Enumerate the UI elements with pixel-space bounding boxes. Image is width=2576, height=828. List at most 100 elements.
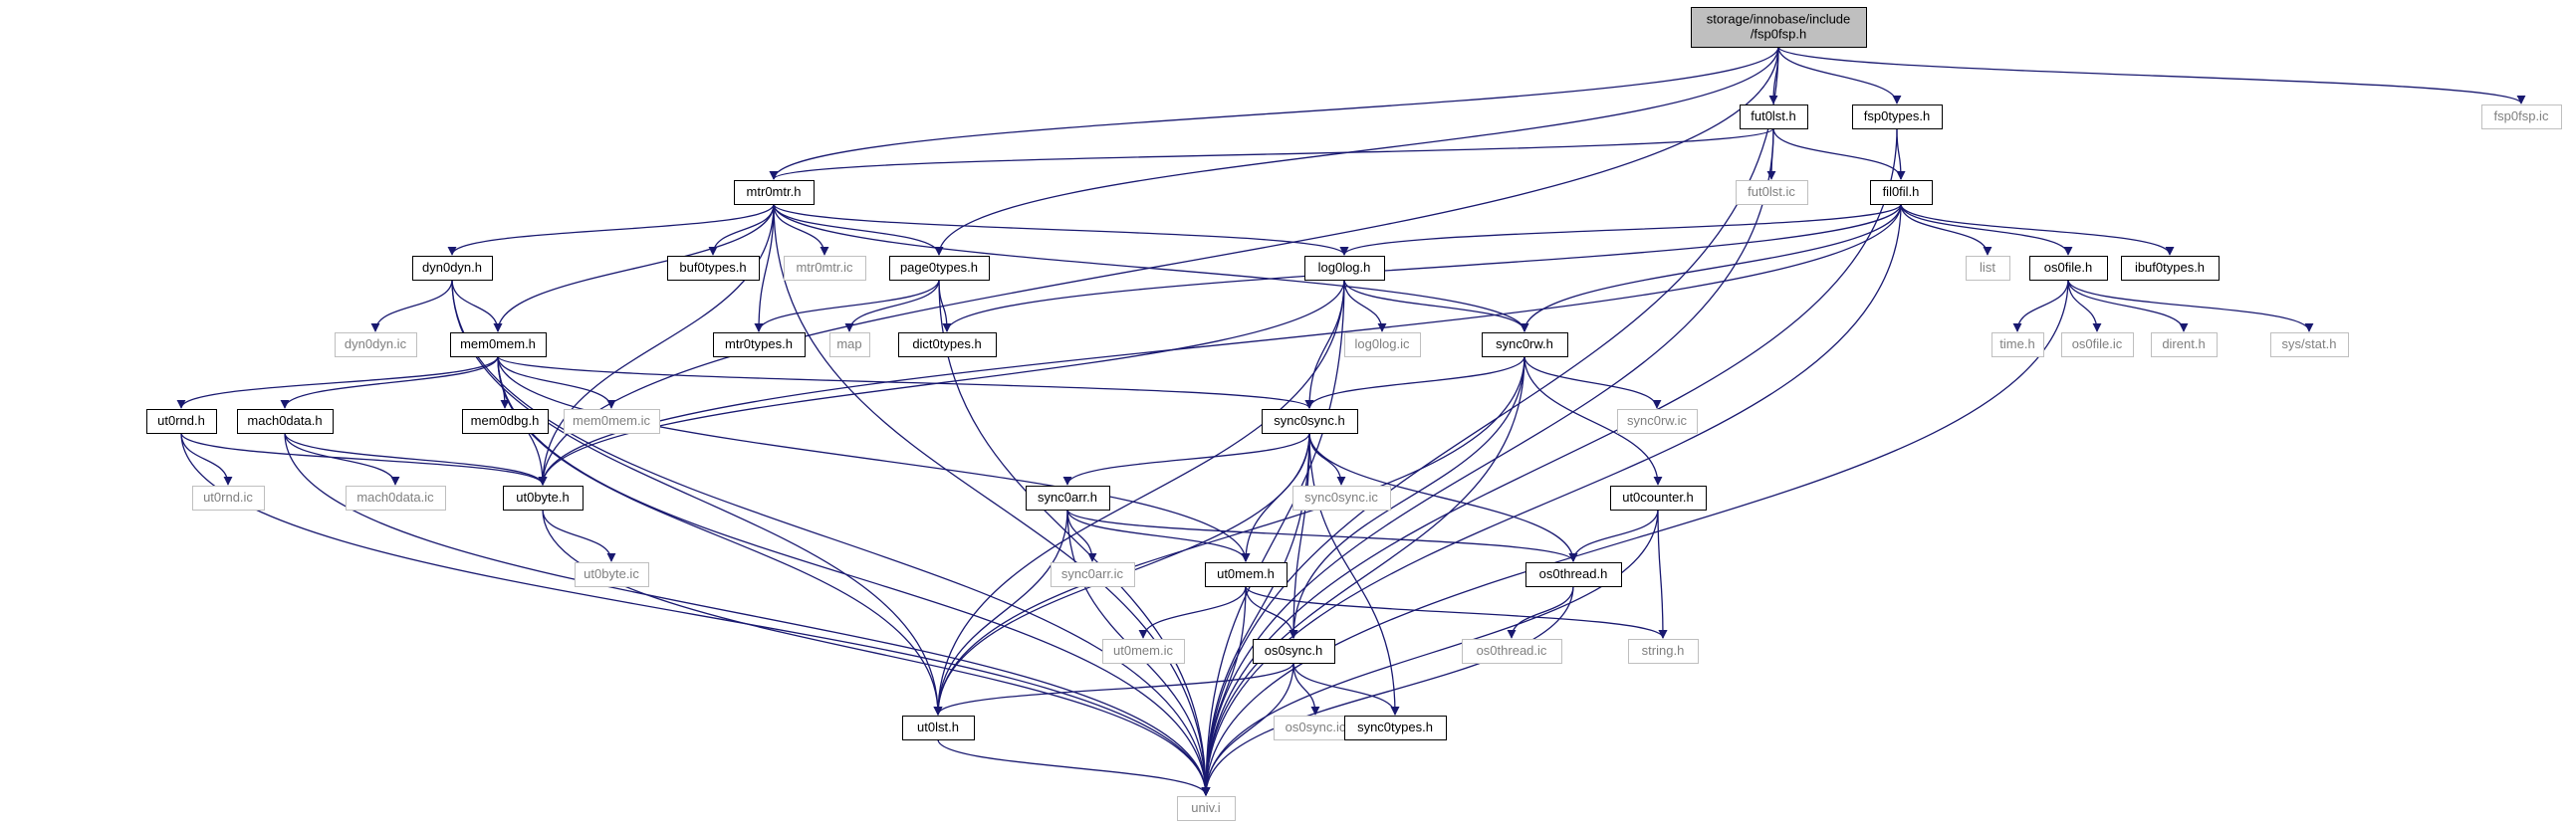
edge-fil0fil-h-to-ibuf0types-h bbox=[1900, 203, 2175, 256]
node-box bbox=[1102, 639, 1185, 664]
node-ut0lst-h[interactable]: ut0lst.h bbox=[902, 716, 975, 740]
node-sys-stat-h[interactable]: sys/stat.h bbox=[2270, 332, 2349, 357]
node-log0log-h[interactable]: log0log.h bbox=[1304, 256, 1385, 281]
node-label: sync0sync.ic bbox=[1304, 490, 1378, 505]
node-univ-i[interactable]: univ.i bbox=[1177, 796, 1236, 821]
node-mem0mem-h[interactable]: mem0mem.h bbox=[450, 332, 547, 357]
node-os0file-ic[interactable]: os0file.ic bbox=[2061, 332, 2134, 357]
edge-sync0arr-h-to-ut0lst-h bbox=[933, 509, 1068, 716]
node-box bbox=[1051, 562, 1135, 587]
node-box bbox=[192, 486, 265, 511]
node-fil0fil-h[interactable]: fil0fil.h bbox=[1870, 180, 1933, 205]
node-box bbox=[450, 332, 547, 357]
node-label: ut0mem.h bbox=[1217, 566, 1275, 581]
node-log0log-ic[interactable]: log0log.ic bbox=[1344, 332, 1421, 357]
edge-fsp0fsp-h-to-page0types-h bbox=[934, 46, 1779, 256]
node-sync0rw-ic[interactable]: sync0rw.ic bbox=[1617, 409, 1698, 434]
node-mach0data-h[interactable]: mach0data.h bbox=[237, 409, 334, 434]
node-ut0counter-h[interactable]: ut0counter.h bbox=[1610, 486, 1707, 511]
node-label: fut0lst.ic bbox=[1748, 184, 1795, 199]
node-os0thread-h[interactable]: os0thread.h bbox=[1525, 562, 1622, 587]
edge-page0types-h-to-mtr0types-h bbox=[754, 279, 940, 332]
node-ibuf0types-h[interactable]: ibuf0types.h bbox=[2121, 256, 2220, 281]
node-mach0data-ic[interactable]: mach0data.ic bbox=[346, 486, 446, 511]
node-dyn0dyn-ic[interactable]: dyn0dyn.ic bbox=[335, 332, 417, 357]
edge-os0thread-h-to-univ-i bbox=[1201, 585, 1574, 796]
node-os0thread-ic[interactable]: os0thread.ic bbox=[1462, 639, 1562, 664]
node-label: ut0rnd.ic bbox=[203, 490, 253, 505]
node-box bbox=[1482, 332, 1568, 357]
edge-sync0sync-h-to-sync0types-h bbox=[1308, 432, 1400, 716]
node-mem0dbg-h[interactable]: mem0dbg.h bbox=[462, 409, 549, 434]
node-label: mem0mem.h bbox=[460, 336, 536, 351]
node-mtr0mtr-ic[interactable]: mtr0mtr.ic bbox=[784, 256, 866, 281]
node-fsp0fsp-ic[interactable]: fsp0fsp.ic bbox=[2481, 104, 2562, 129]
node-map[interactable]: map bbox=[829, 332, 870, 357]
node-os0sync-h[interactable]: os0sync.h bbox=[1253, 639, 1335, 664]
node-label: sync0arr.h bbox=[1038, 490, 1097, 505]
node-ut0rnd-ic[interactable]: ut0rnd.ic bbox=[192, 486, 265, 511]
edge-os0thread-h-to-os0thread-ic bbox=[1507, 585, 1574, 639]
node-label: dirent.h bbox=[2162, 336, 2205, 351]
node-box bbox=[1870, 180, 1933, 205]
edge-mach0data-h-to-ut0byte-h bbox=[284, 432, 548, 486]
node-box bbox=[462, 409, 549, 434]
node-box bbox=[1462, 639, 1562, 664]
node-box bbox=[146, 409, 217, 434]
node-sync0arr-ic[interactable]: sync0arr.ic bbox=[1051, 562, 1135, 587]
edge-sync0rw-h-to-sync0sync-h bbox=[1304, 355, 1525, 409]
node-label: storage/innobase/include bbox=[1707, 12, 1851, 27]
node-box bbox=[1610, 486, 1707, 511]
node-mem0mem-ic[interactable]: mem0mem.ic bbox=[564, 409, 660, 434]
node-sync0arr-h[interactable]: sync0arr.h bbox=[1026, 486, 1110, 511]
node-page0types-h[interactable]: page0types.h bbox=[889, 256, 990, 281]
node-sync0sync-ic[interactable]: sync0sync.ic bbox=[1292, 486, 1391, 511]
edge-os0file-h-to-time-h bbox=[2012, 279, 2069, 332]
node-sync0sync-h[interactable]: sync0sync.h bbox=[1262, 409, 1358, 434]
edge-fil0fil-h-to-list bbox=[1900, 203, 1992, 256]
node-list[interactable]: list bbox=[1966, 256, 2010, 281]
node-fsp0fsp-h[interactable]: storage/innobase/include/fsp0fsp.h bbox=[1691, 7, 1867, 48]
node-box bbox=[1262, 409, 1358, 434]
node-os0sync-ic[interactable]: os0sync.ic bbox=[1274, 716, 1358, 740]
node-box bbox=[412, 256, 493, 281]
node-ut0rnd-h[interactable]: ut0rnd.h bbox=[146, 409, 217, 434]
edge-dyn0dyn-h-to-dyn0dyn-ic bbox=[370, 279, 453, 332]
node-mtr0types-h[interactable]: mtr0types.h bbox=[713, 332, 806, 357]
edge-page0types-h-to-map bbox=[844, 279, 940, 332]
edge-ut0rnd-h-to-ut0rnd-ic bbox=[180, 432, 233, 486]
edge-mem0mem-h-to-ut0mem-h bbox=[497, 355, 1251, 562]
node-fut0lst-ic[interactable]: fut0lst.ic bbox=[1736, 180, 1808, 205]
node-ut0mem-h[interactable]: ut0mem.h bbox=[1205, 562, 1288, 587]
edge-mtr0mtr-h-to-univ-i bbox=[773, 203, 1211, 796]
node-box bbox=[1304, 256, 1385, 281]
edge-ut0lst-h-to-univ-i bbox=[937, 738, 1211, 796]
edge-os0file-h-to-dirent-h bbox=[2067, 279, 2189, 332]
node-dict0types-h[interactable]: dict0types.h bbox=[898, 332, 997, 357]
node-label: mtr0mtr.ic bbox=[796, 260, 853, 275]
node-ut0mem-ic[interactable]: ut0mem.ic bbox=[1102, 639, 1185, 664]
edge-fil0fil-h-to-sync0rw-h bbox=[1520, 203, 1902, 332]
node-ut0byte-h[interactable]: ut0byte.h bbox=[503, 486, 584, 511]
node-box bbox=[1740, 104, 1808, 129]
edge-mach0data-h-to-univ-i bbox=[284, 432, 1211, 796]
edge-sync0sync-h-to-sync0arr-h bbox=[1062, 432, 1310, 486]
node-fut0lst-h[interactable]: fut0lst.h bbox=[1740, 104, 1808, 129]
edge-log0log-h-to-ut0lst-h bbox=[933, 279, 1345, 716]
node-label: fil0fil.h bbox=[1883, 184, 1920, 199]
node-dyn0dyn-h[interactable]: dyn0dyn.h bbox=[412, 256, 493, 281]
node-sync0rw-h[interactable]: sync0rw.h bbox=[1482, 332, 1568, 357]
node-os0file-h[interactable]: os0file.h bbox=[2029, 256, 2108, 281]
node-box bbox=[898, 332, 997, 357]
node-fsp0types-h[interactable]: fsp0types.h bbox=[1852, 104, 1943, 129]
node-time-h[interactable]: time.h bbox=[1991, 332, 2044, 357]
edge-log0log-h-to-ut0byte-h bbox=[538, 279, 1345, 486]
node-ut0byte-ic[interactable]: ut0byte.ic bbox=[575, 562, 649, 587]
node-mtr0mtr-h[interactable]: mtr0mtr.h bbox=[734, 180, 815, 205]
node-buf0types-h[interactable]: buf0types.h bbox=[667, 256, 760, 281]
edge-os0file-h-to-os0file-ic bbox=[2067, 279, 2102, 332]
node-string-h[interactable]: string.h bbox=[1628, 639, 1699, 664]
node-sync0types-h[interactable]: sync0types.h bbox=[1344, 716, 1447, 740]
node-dirent-h[interactable]: dirent.h bbox=[2151, 332, 2218, 357]
node-label: ut0byte.h bbox=[516, 490, 570, 505]
